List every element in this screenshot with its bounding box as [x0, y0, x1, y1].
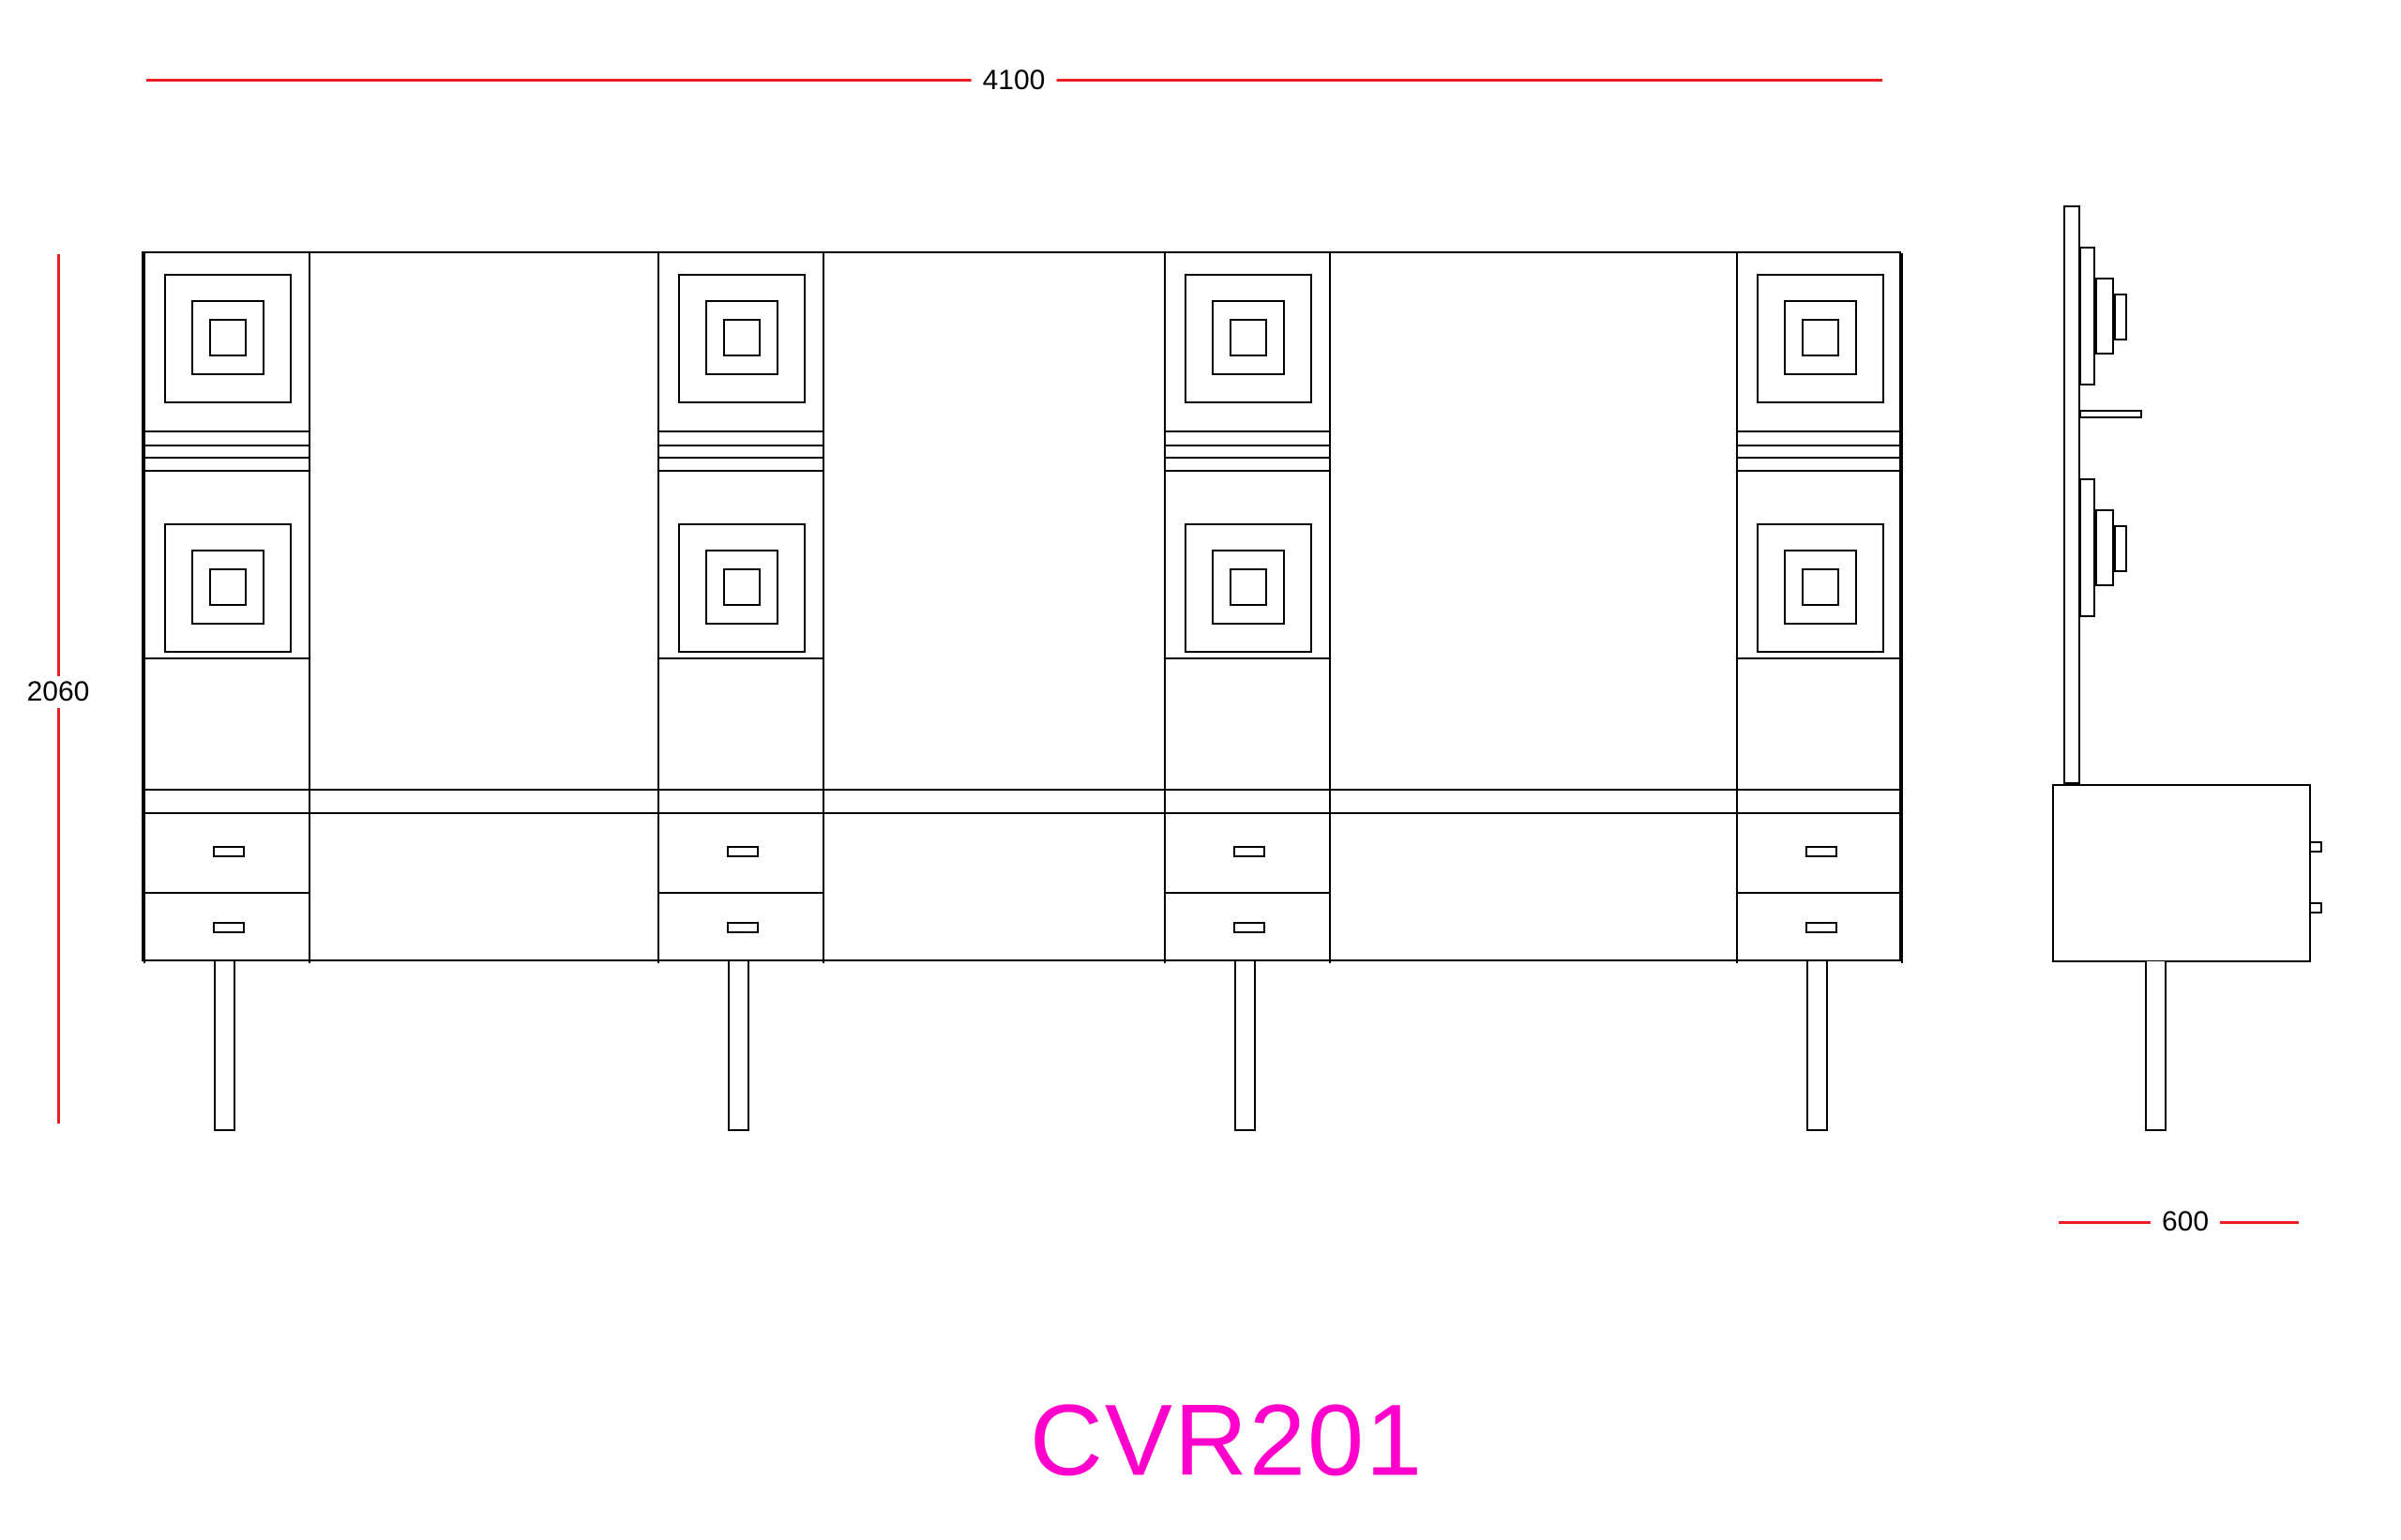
trim-line — [145, 457, 309, 459]
worktop-line-upper — [143, 789, 1899, 791]
panel-square-outer — [678, 274, 806, 403]
panel-square-outer — [678, 523, 806, 653]
front-elevation-view — [142, 251, 1903, 963]
drawer-handle — [727, 922, 759, 933]
panel-square-inner — [1230, 319, 1267, 356]
leg — [728, 961, 749, 1131]
trim-line — [1738, 430, 1901, 432]
drawer-divider-line — [659, 892, 823, 894]
leg — [2145, 961, 2167, 1131]
panel-square-middle — [191, 550, 264, 625]
trim-line — [659, 445, 823, 446]
drawer-handle — [213, 922, 245, 933]
cabinet-tower-4 — [1736, 253, 1903, 963]
panel-square-middle — [705, 550, 778, 625]
drawer-divider-line — [1166, 892, 1329, 894]
side-view-panel-relief-upper — [2114, 294, 2127, 340]
leg — [1234, 961, 1256, 1131]
panel-square-outer — [1757, 274, 1884, 403]
side-view-drawer-cabinet — [2052, 784, 2311, 962]
trim-line — [659, 470, 823, 472]
panel-square-middle — [1212, 300, 1285, 375]
panel-square-middle — [705, 300, 778, 375]
height-dimension-label: 2060 — [15, 676, 101, 708]
drawer-divider-line — [1738, 892, 1901, 894]
side-view-panel-relief-lower — [2079, 478, 2095, 617]
panel-square-inner — [209, 319, 247, 356]
side-view-panel-relief-lower — [2114, 525, 2127, 572]
drawer-handle — [1233, 846, 1265, 857]
panel-square-outer — [1185, 523, 1312, 653]
panel-square-inner — [209, 568, 247, 606]
panel-square-inner — [1230, 568, 1267, 606]
trim-line — [1738, 457, 1901, 459]
trim-line — [659, 457, 823, 459]
trim-line — [145, 430, 309, 432]
side-view-drawer-handle — [2309, 902, 2322, 913]
side-view-back-panel — [2063, 205, 2080, 784]
side-view-panel-relief-lower — [2095, 509, 2114, 586]
drawer-handle — [1233, 922, 1265, 933]
drawing-title: CVR201 — [1029, 1382, 1425, 1497]
trim-line — [1166, 430, 1329, 432]
cabinet-tower-3 — [1164, 253, 1331, 963]
side-view-panel-relief-upper — [2095, 278, 2114, 355]
panel-square-outer — [1757, 523, 1884, 653]
panel-square-inner — [1802, 319, 1839, 356]
panel-square-outer — [164, 523, 292, 653]
trim-line — [1166, 470, 1329, 472]
trim-line — [1738, 445, 1901, 446]
side-view-drawer-handle — [2309, 841, 2322, 853]
panel-bottom-line — [1166, 657, 1329, 659]
leg — [214, 961, 235, 1131]
panel-square-middle — [1784, 550, 1857, 625]
drawer-handle — [1805, 846, 1837, 857]
trim-line — [1166, 457, 1329, 459]
panel-square-inner — [723, 319, 761, 356]
cabinet-tower-1 — [143, 253, 310, 963]
trim-line — [145, 470, 309, 472]
drawer-handle — [213, 846, 245, 857]
panel-square-outer — [164, 274, 292, 403]
panel-bottom-line — [659, 657, 823, 659]
width-dimension-label: 4100 — [971, 65, 1057, 97]
panel-square-inner — [723, 568, 761, 606]
panel-square-outer — [1185, 274, 1312, 403]
panel-bottom-line — [1738, 657, 1901, 659]
leg — [1806, 961, 1828, 1131]
trim-line — [659, 430, 823, 432]
drawer-handle — [1805, 922, 1837, 933]
trim-line — [145, 445, 309, 446]
panel-bottom-line — [145, 657, 309, 659]
panel-square-inner — [1802, 568, 1839, 606]
side-view-panel-relief-upper — [2079, 247, 2095, 385]
side-view-shelf — [2079, 410, 2142, 418]
panel-square-middle — [191, 300, 264, 375]
panel-square-middle — [1212, 550, 1285, 625]
drawer-handle — [727, 846, 759, 857]
depth-dimension-label: 600 — [2150, 1206, 2221, 1238]
drawer-divider-line — [145, 892, 309, 894]
cabinet-tower-2 — [657, 253, 824, 963]
trim-line — [1166, 445, 1329, 446]
worktop-line-lower — [143, 812, 1899, 814]
trim-line — [1738, 470, 1901, 472]
panel-square-middle — [1784, 300, 1857, 375]
